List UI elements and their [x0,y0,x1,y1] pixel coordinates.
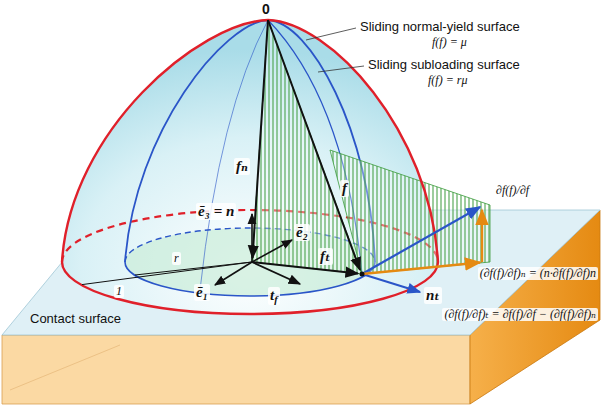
block-front [2,335,470,404]
vector-label: f [340,180,349,197]
surface-name: Sliding subloading surface [368,58,520,72]
surface-equation: f(f) = rμ [428,74,467,87]
axis-label: ē₁ [194,284,210,301]
vector-label: fₜ [318,248,333,265]
label-subscript: f [274,294,278,305]
normal-yield-surface [62,20,438,262]
vector-label: tf [268,287,280,305]
normal-component-label: (∂f(f)/∂f)ₙ = (n·∂f(f)/∂f)n [478,267,598,280]
radius-label: 1 [114,285,124,298]
surface-name: Sliding normal-yield surface [360,20,520,34]
plane-label: Contact surface [30,312,121,326]
vector-label: nₜ [424,287,442,304]
origin-label: 0 [262,2,270,17]
axis-label: ē₃ = n [196,203,236,220]
gradient-label: ∂f(f)/∂f [494,184,531,197]
vector-label: fₙ [234,158,250,175]
label-part: t [270,287,274,303]
axis-label: ē₂ [294,224,310,241]
hatched-triangle [252,20,362,274]
tangential-component-label: (∂f(f)/∂f)ₜ = ∂f(f)/∂f − (∂f(f)/∂f)ₙ [442,308,598,321]
surface-equation: f(f) = μ [432,36,467,49]
radius-label: r [172,252,181,265]
